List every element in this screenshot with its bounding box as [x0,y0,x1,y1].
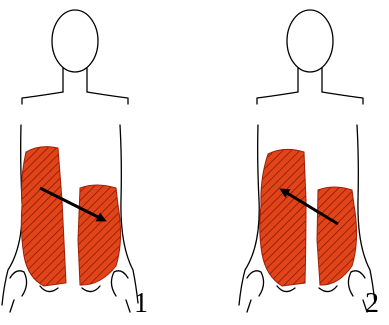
muscle-right-2 [317,187,357,285]
figure-2-label: 2 [365,290,379,318]
figure-1 [2,10,138,312]
torso-outline-2 [239,10,375,312]
torso-outline-1 [2,10,138,312]
muscle-left-1 [21,147,66,286]
muscle-right-1 [78,185,121,285]
muscle-left-2 [260,149,306,286]
figure-2 [239,10,375,312]
figure-1-label: 1 [134,290,148,318]
